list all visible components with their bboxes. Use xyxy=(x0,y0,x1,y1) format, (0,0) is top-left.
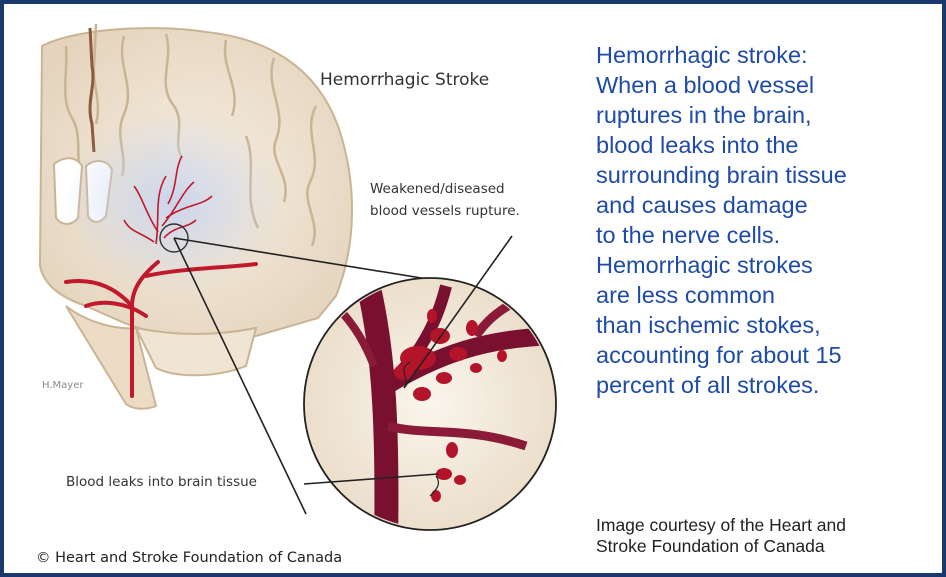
leak-annotation: Blood leaks into brain tissue xyxy=(66,474,257,490)
vessels-annotation-line: blood vessels rupture. xyxy=(370,200,520,222)
illustration-title: Hemorrhagic Stroke xyxy=(320,70,489,90)
image-credit: Image courtesy of the Heart and Stroke F… xyxy=(596,515,936,557)
caption-line: are less common xyxy=(596,280,936,310)
caption-line: Hemorrhagic stroke: xyxy=(596,40,936,70)
caption-line: blood leaks into the xyxy=(596,130,936,160)
credit-line: Image courtesy of the Heart and xyxy=(596,515,936,536)
caption-line: percent of all strokes. xyxy=(596,370,936,400)
caption-line: When a blood vessel xyxy=(596,70,936,100)
content-panel: Hemorrhagic Stroke Weakened/diseased blo… xyxy=(4,4,942,573)
caption-line: surrounding brain tissue xyxy=(596,160,936,190)
vessels-annotation-line: Weakened/diseased xyxy=(370,178,520,200)
credit-line: Stroke Foundation of Canada xyxy=(596,536,936,557)
caption-line: than ischemic stokes, xyxy=(596,310,936,340)
caption-text: Hemorrhagic stroke: When a blood vessel … xyxy=(596,40,936,400)
caption-line: to the nerve cells. xyxy=(596,220,936,250)
brain-illustration: Hemorrhagic Stroke Weakened/diseased blo… xyxy=(6,6,586,573)
caption-line: Hemorrhagic strokes xyxy=(596,250,936,280)
caption-line: and causes damage xyxy=(596,190,936,220)
artist-signature: H.Mayer xyxy=(42,380,83,391)
copyright-notice: © Heart and Stroke Foundation of Canada xyxy=(36,550,342,566)
temporal-lobe xyxy=(136,328,256,375)
caption-line: ruptures in the brain, xyxy=(596,100,936,130)
vessels-annotation: Weakened/diseased blood vessels rupture. xyxy=(370,178,520,222)
caption-line: accounting for about 15 xyxy=(596,340,936,370)
